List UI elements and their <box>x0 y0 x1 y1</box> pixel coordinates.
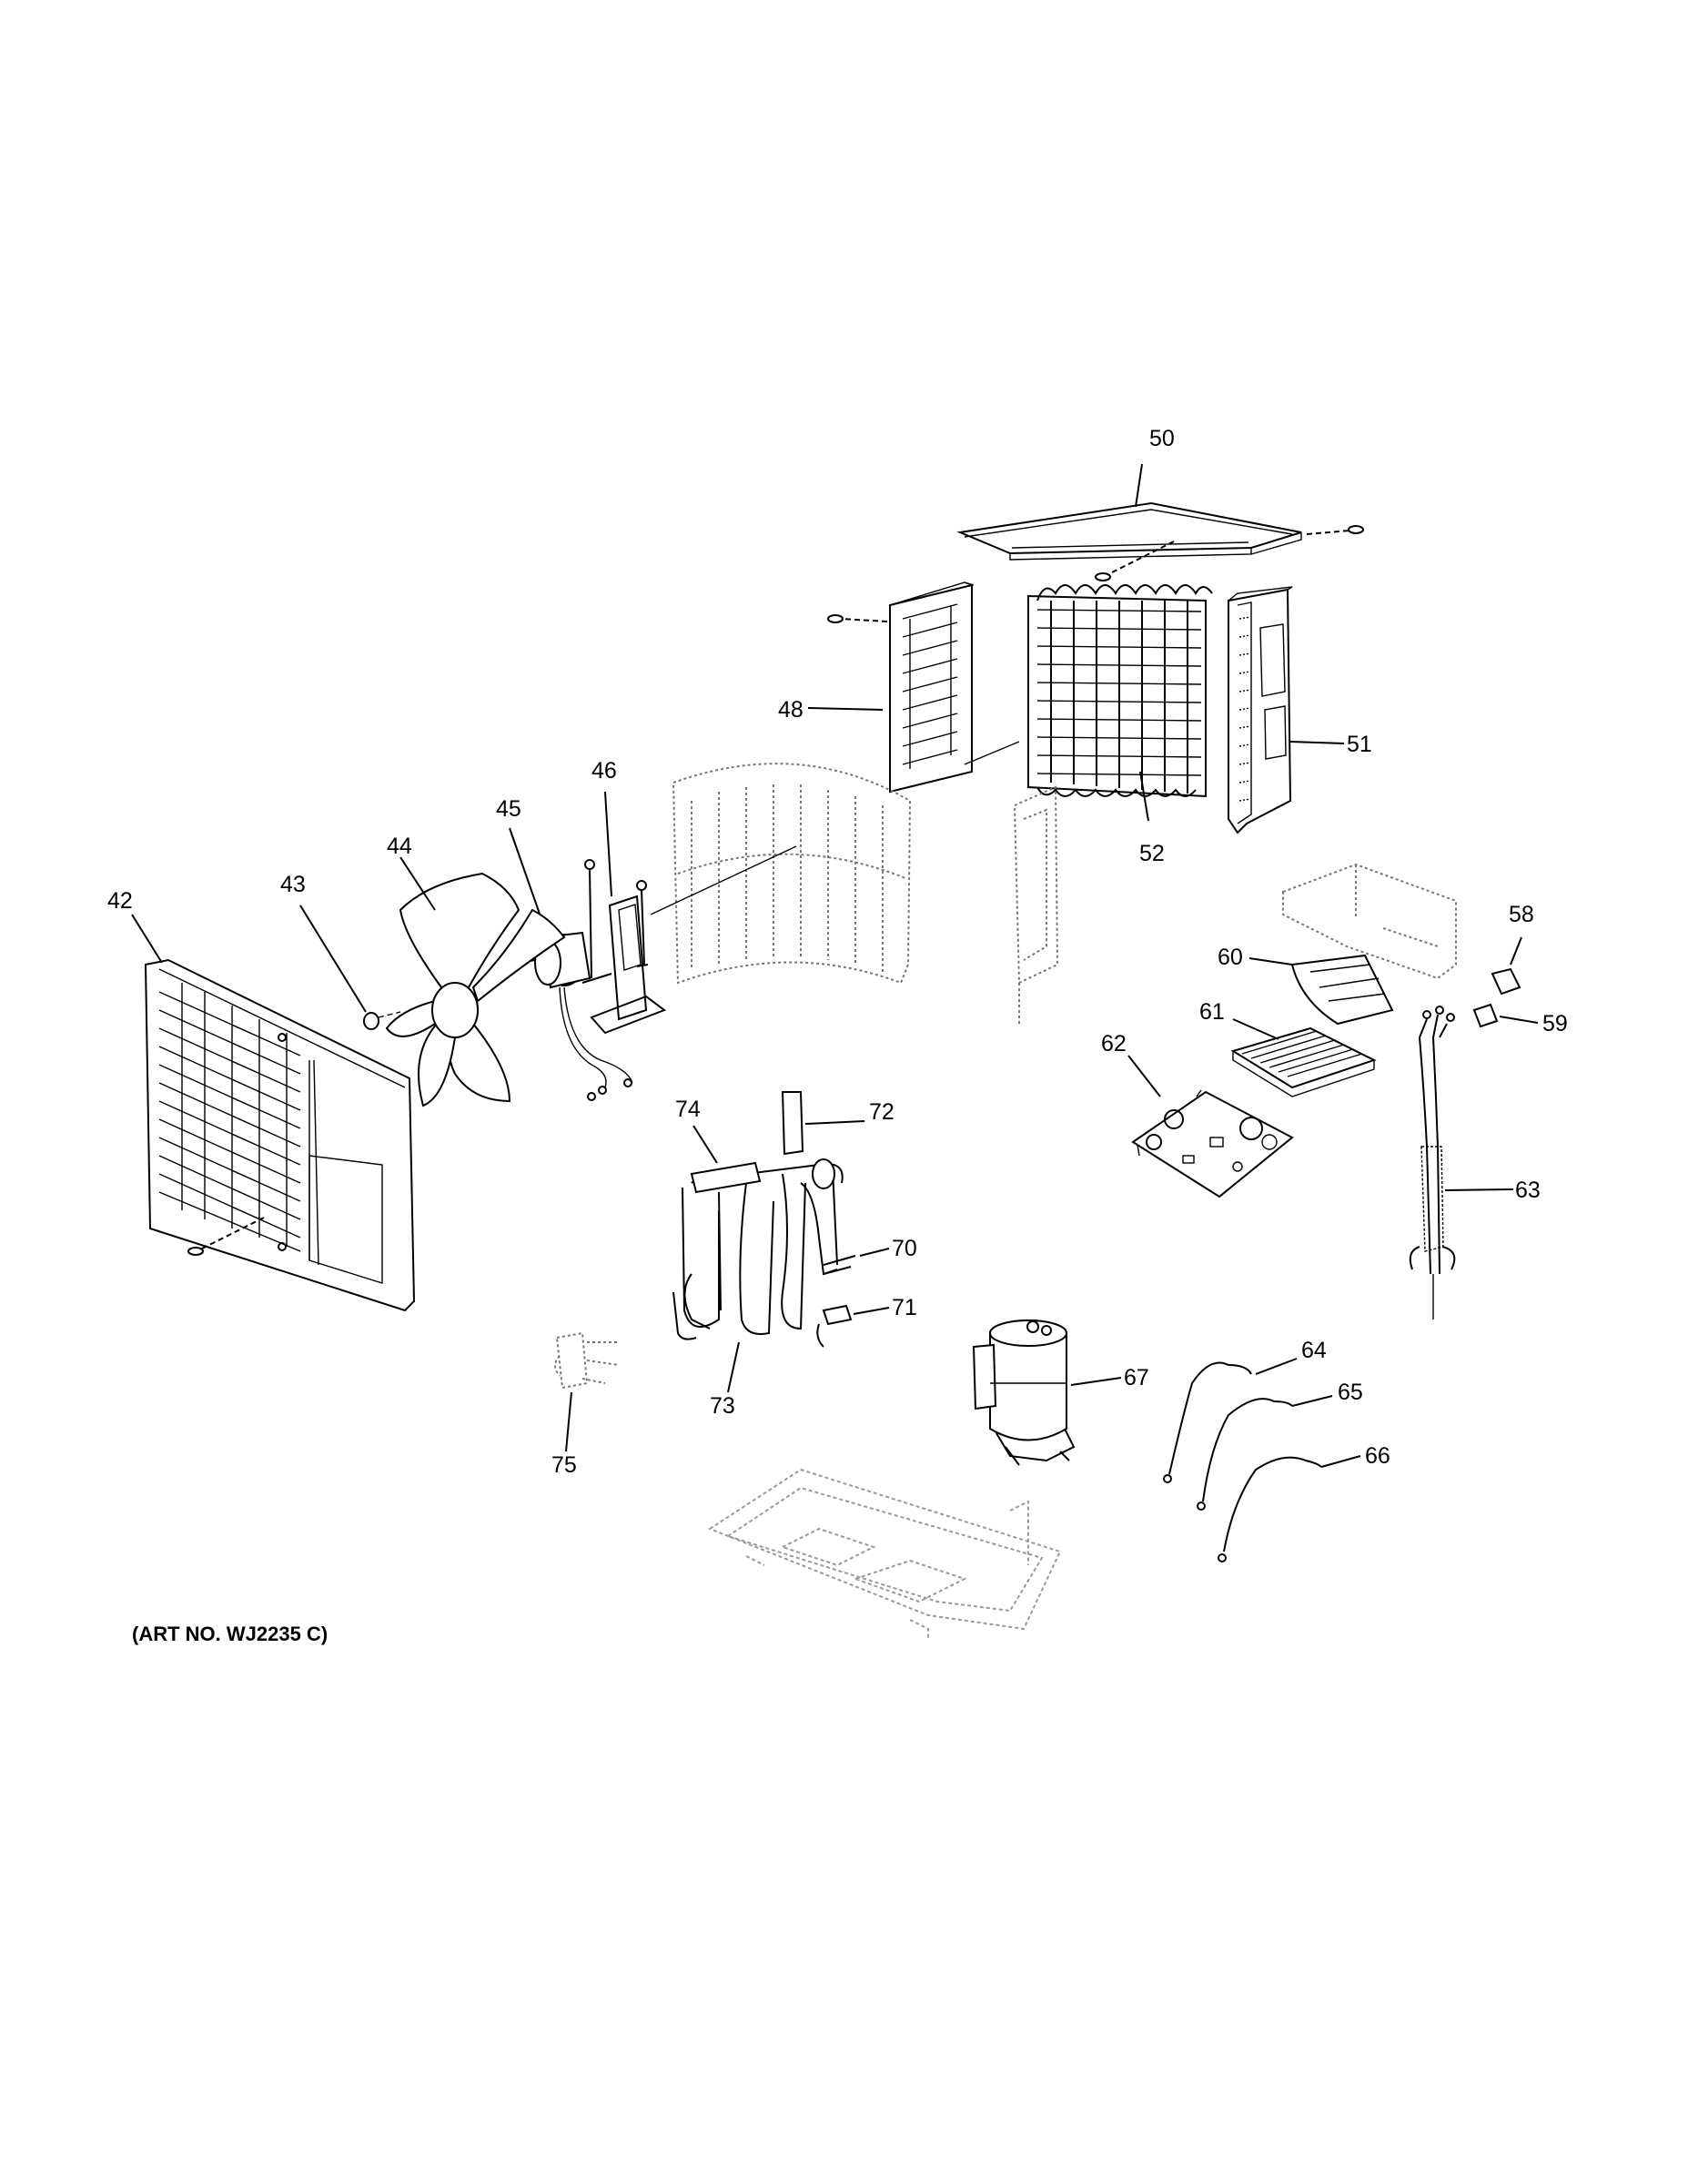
base-pan-ghost <box>707 1468 1062 1638</box>
callout-58: 58 <box>1509 902 1534 927</box>
part-44-fan-blade <box>385 856 566 1107</box>
callout-62: 62 <box>1101 1031 1127 1057</box>
part-66-cable <box>1218 1455 1361 1562</box>
callout-45: 45 <box>496 796 521 822</box>
part-46-motor-bracket <box>581 791 667 1035</box>
art-number: (ART NO. WJ2235 C) <box>132 1623 328 1645</box>
fan-shroud-ghost <box>650 763 912 985</box>
callout-42: 42 <box>107 888 133 914</box>
part-59-connector <box>1472 1003 1539 1028</box>
refrigerant-tubing-assembly <box>672 1091 890 1393</box>
callout-70: 70 <box>892 1236 917 1261</box>
part-43-fan-nut <box>299 905 401 1030</box>
coil-support-bracket <box>1013 785 1059 1024</box>
part-67-compressor <box>972 1320 1122 1466</box>
part-62-control-board <box>1127 1055 1294 1198</box>
callout-71: 71 <box>892 1295 917 1320</box>
callout-65: 65 <box>1338 1380 1363 1405</box>
callout-74: 74 <box>675 1097 701 1122</box>
callout-66: 66 <box>1365 1443 1390 1469</box>
callout-64: 64 <box>1301 1338 1327 1363</box>
control-box-ghost <box>1282 863 1457 980</box>
callout-75: 75 <box>551 1452 577 1478</box>
callout-67: 67 <box>1124 1365 1149 1390</box>
callout-61: 61 <box>1199 999 1225 1025</box>
part-48-side-panel <box>807 581 1020 794</box>
part-65-cable <box>1197 1395 1333 1511</box>
callout-73: 73 <box>710 1393 735 1419</box>
callout-46: 46 <box>591 758 617 784</box>
callout-50: 50 <box>1149 426 1175 451</box>
callout-59: 59 <box>1542 1011 1568 1036</box>
callout-51: 51 <box>1347 732 1372 757</box>
part-75-valve-coil <box>554 1331 620 1452</box>
callout-52: 52 <box>1139 841 1165 866</box>
part-50-top-cover <box>956 463 1364 581</box>
callout-43: 43 <box>280 872 306 897</box>
part-51-side-shroud <box>1228 586 1345 834</box>
part-63-wire-harness <box>1409 1006 1514 1320</box>
part-61-heat-sink <box>1230 1018 1377 1097</box>
part-64-cable <box>1163 1358 1298 1483</box>
callout-44: 44 <box>387 834 412 859</box>
callout-72: 72 <box>869 1099 895 1125</box>
part-52-condenser-coil <box>1027 584 1213 822</box>
part-60-module <box>1248 954 1394 1026</box>
callout-60: 60 <box>1218 945 1243 970</box>
callout-63: 63 <box>1515 1178 1541 1203</box>
callout-48: 48 <box>778 697 804 723</box>
part-42-front-grille <box>131 914 416 1312</box>
part-58-connector <box>1491 936 1522 996</box>
